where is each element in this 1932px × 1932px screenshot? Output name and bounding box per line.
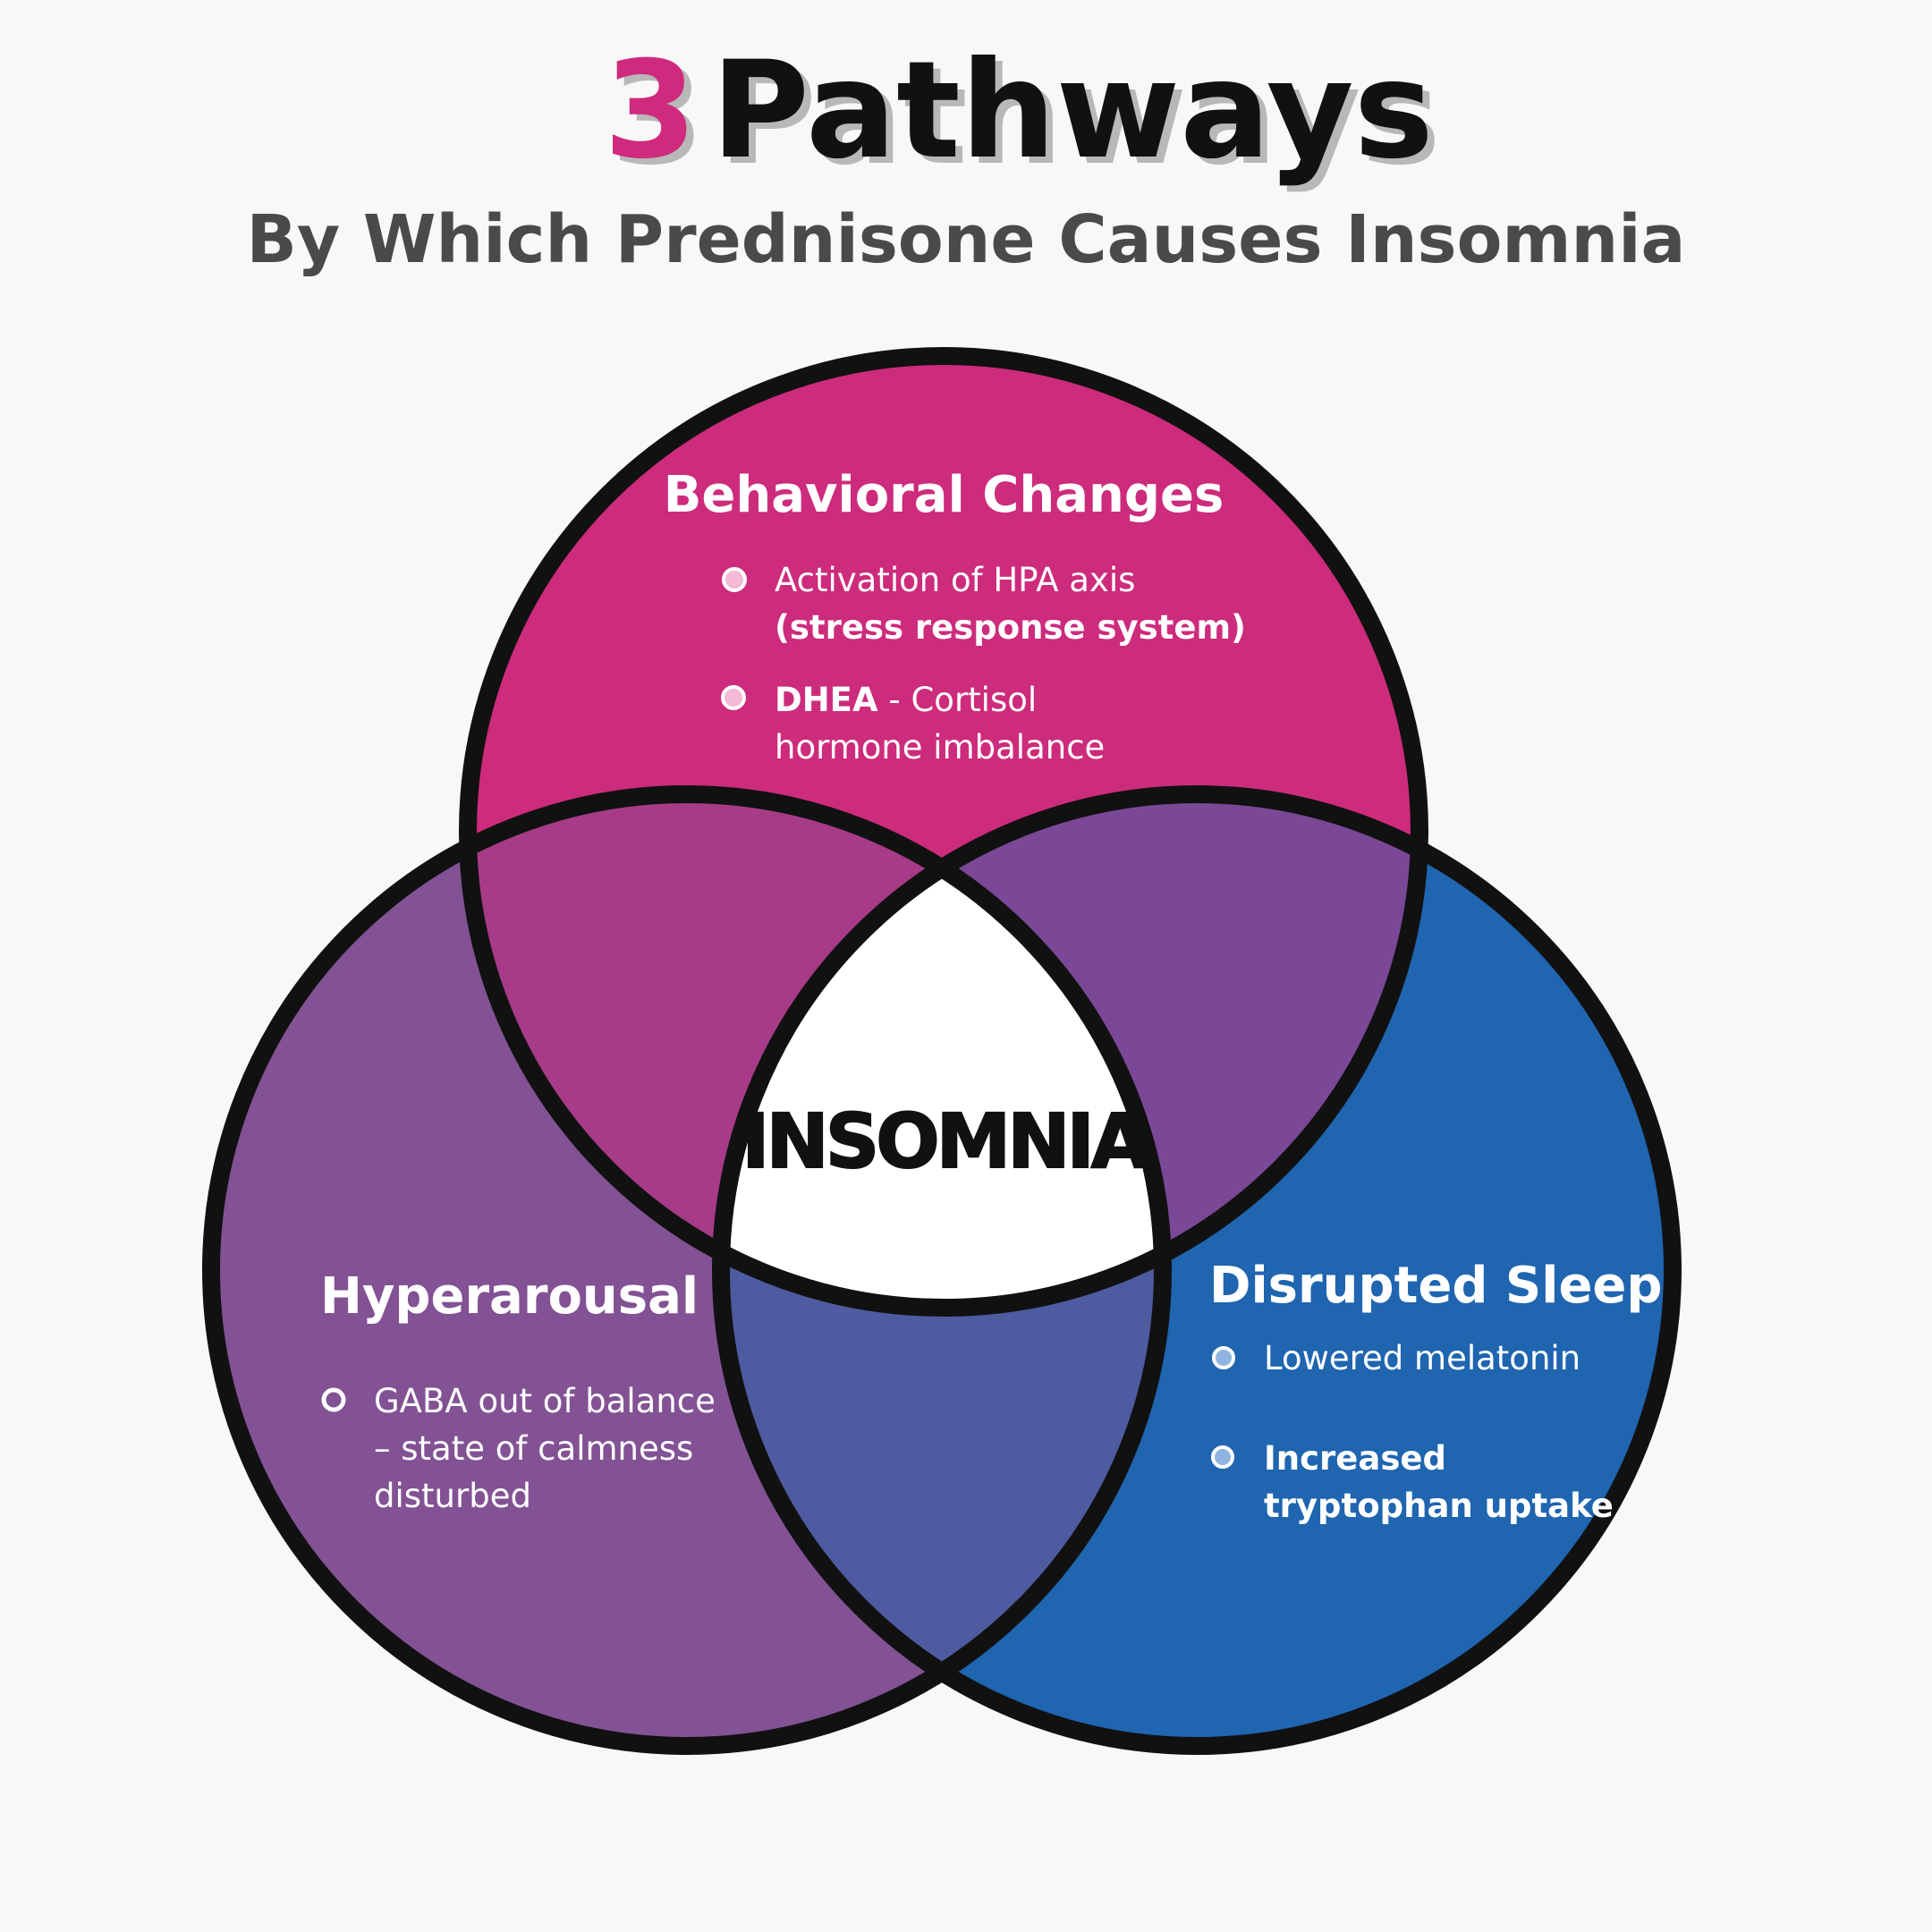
tryptophan-line2: tryptophan uptake [1264,1487,1614,1525]
bullet-dot [722,567,747,592]
bullet-dot [1212,1346,1235,1369]
disrupted-sleep-block: Disrupted Sleep Lowered melatonin Increa… [1209,1257,1663,1525]
hyperarousal-block: Hyperarousal GABA out of balance – state… [320,1267,716,1515]
venn-regions [202,347,1682,1755]
tryptophan-line1: Increased [1264,1439,1446,1478]
melatonin-line1: Lowered melatonin [1264,1339,1580,1377]
title-group: 3 3 Pathways Pathways By Which Prednison… [247,33,1686,278]
hyperarousal-title: Hyperarousal [320,1267,699,1326]
title-number-shadow: 3 [611,39,704,195]
outline-disrupted [712,785,1682,1755]
gaba-line2: – state of calmness [374,1429,693,1468]
gaba-line3: disturbed [374,1477,531,1515]
dhea-bold: DHEA [775,681,878,719]
behavioral-changes-title: Behavioral Changes [664,466,1224,524]
hpa-axis-line1: Activation of HPA axis [775,561,1135,599]
title-word: Pathways [711,33,1434,189]
disrupted-sleep-title: Disrupted Sleep [1209,1257,1663,1315]
gaba-line1: GABA out of balance [374,1382,716,1420]
outline-behavioral [459,347,1428,1317]
page-subtitle: By Which Prednisone Causes Insomnia [247,201,1686,278]
behavioral-changes-block: Behavioral Changes Activation of HPA axi… [664,466,1246,767]
dhea-line2: hormone imbalance [775,728,1105,767]
title-word-shadow: Pathways [718,39,1441,195]
title-number: 3 [604,33,697,189]
bullet-dot [1211,1445,1234,1469]
bullet-dot [721,685,746,710]
hpa-axis-line2: (stress response system) [775,608,1246,647]
bullet-dot [321,1387,346,1412]
dhea-line1: DHEA - Cortisol [775,681,1037,719]
center-label-insomnia: INSOMNIA [741,1097,1149,1185]
dhea-rest: - Cortisol [878,681,1038,719]
outline-hyperarousal [202,785,1172,1755]
center-insomnia-region [721,794,1163,1308]
